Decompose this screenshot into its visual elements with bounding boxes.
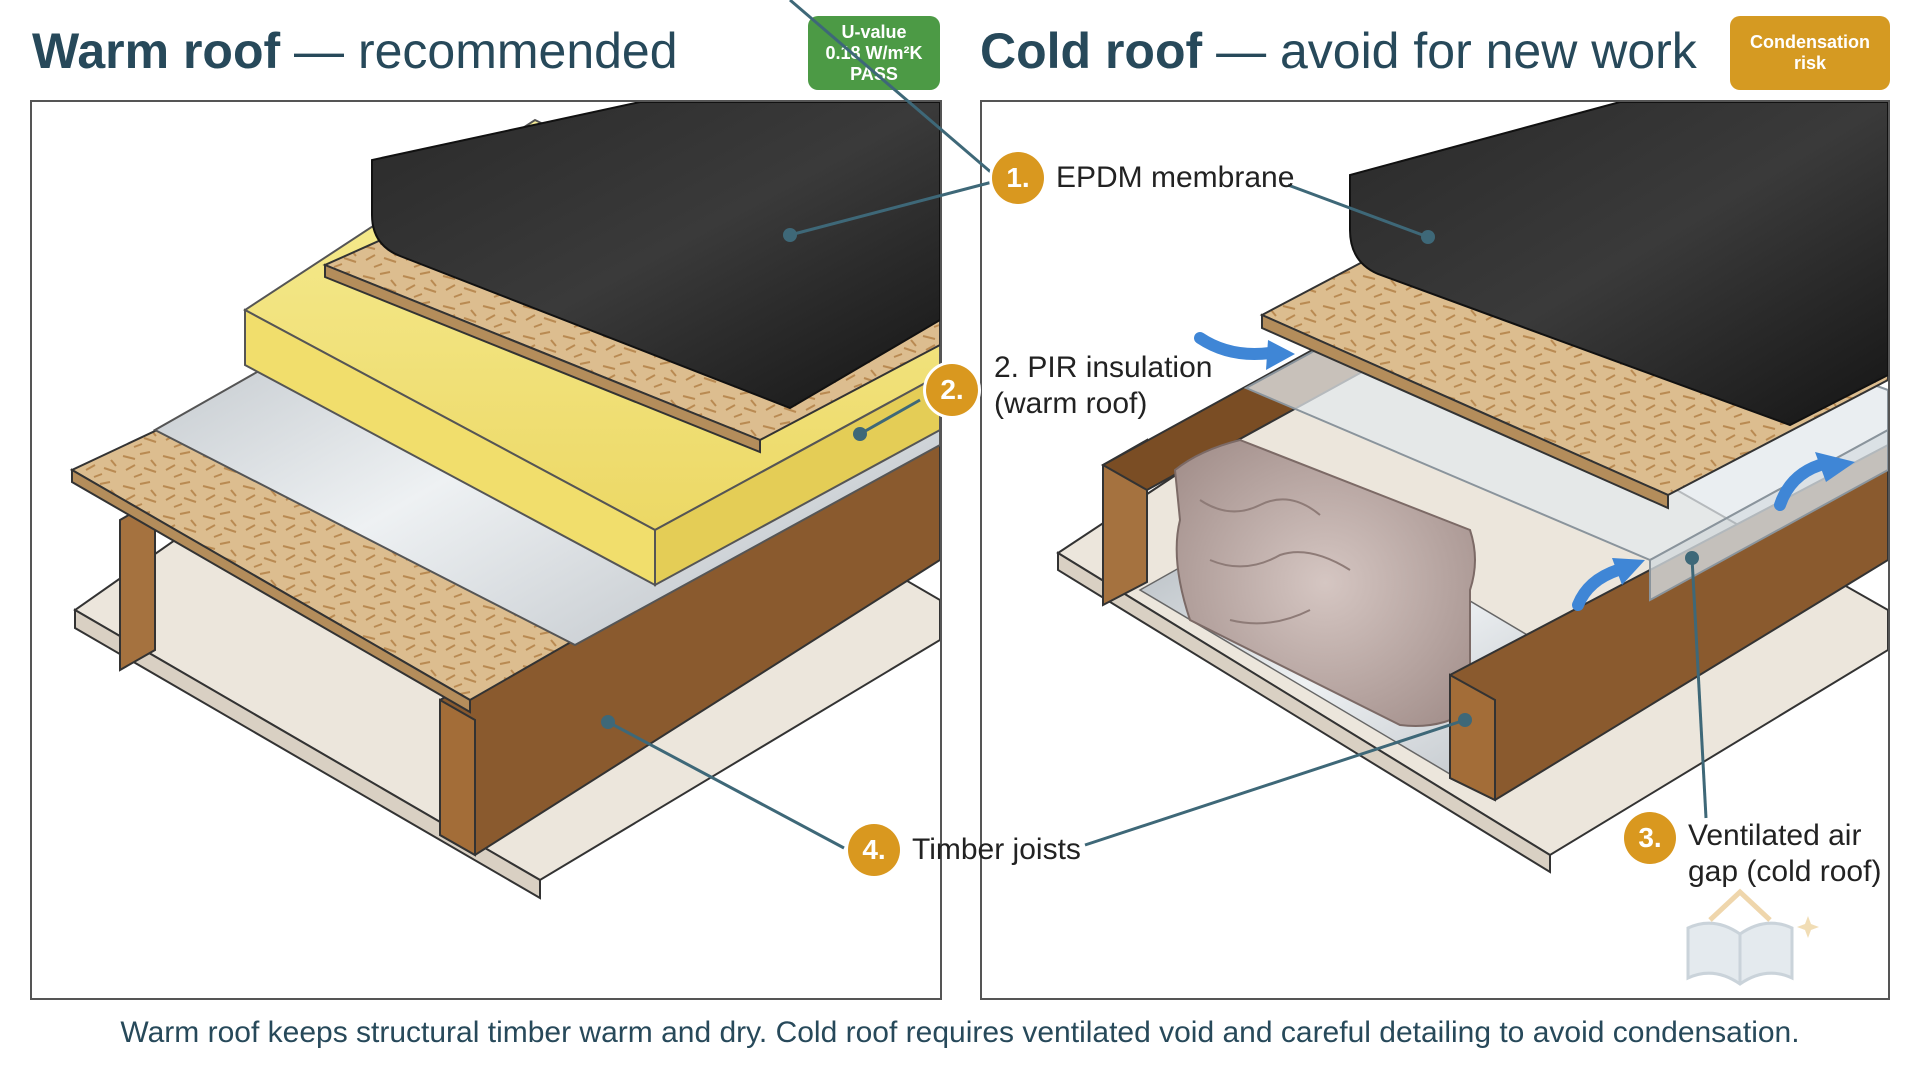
airflow-arrowhead-icon — [1612, 558, 1645, 585]
leader-epdm-warm-line — [789, 178, 1001, 237]
callout-marker-3: 3. — [1624, 812, 1676, 864]
pir-label-line: (warm roof) — [994, 387, 1148, 420]
leader-joist-warm — [607, 720, 845, 850]
house-book-logo-icon — [1686, 888, 1819, 986]
air-gap-label-line: Ventilated air — [1688, 819, 1862, 852]
callout-label-joists: Timber joists — [912, 833, 1081, 866]
epdm-membrane-cold — [1349, 102, 1888, 427]
u-value-pass-badge: U-value 0.18 W/m²K PASS — [808, 16, 940, 90]
leader-pir — [859, 398, 921, 436]
leader-air-gap — [1690, 557, 1708, 819]
cold-roof-title-rest: — avoid for new work — [1202, 23, 1697, 79]
leader-dot — [783, 228, 797, 242]
callout-label-air-gap: Ventilated air gap (cold roof) — [1688, 818, 1881, 890]
condensation-risk-badge: Condensation risk — [1730, 16, 1890, 90]
diagram-caption: Warm roof keeps structural timber warm a… — [120, 1016, 1800, 1049]
leader-joist-cold — [1084, 718, 1466, 847]
callout-label-pir: 2. PIR insulation (warm roof) — [994, 350, 1212, 422]
leader-dot — [1458, 713, 1472, 727]
warm-roof-layers — [69, 102, 940, 900]
leader-dot — [601, 715, 615, 729]
mineral-wool-texture — [1199, 498, 1351, 625]
cold-roof-title-bold: Cold roof — [980, 23, 1203, 79]
osb-deck-upper-edge — [324, 263, 761, 454]
leader-epdm-cold — [1287, 183, 1429, 239]
airflow-arrowhead-icon — [1266, 340, 1295, 370]
callout-label-epdm: EPDM membrane — [1056, 161, 1295, 194]
warm-roof-title-bold: Warm roof — [32, 23, 281, 79]
osb-deck-cold-edge — [1261, 313, 1669, 510]
leader-dot — [853, 427, 867, 441]
airflow-arrowhead-icon — [1815, 452, 1855, 482]
cold-roof-layers — [1056, 102, 1888, 874]
warm-roof-title-rest: — recommended — [280, 23, 678, 79]
pir-label-line: 2. PIR insulation — [994, 351, 1213, 384]
condensation-badge-line: Condensation — [1750, 32, 1870, 52]
timber-joist-front-end — [439, 698, 476, 857]
warm-roof-title: Warm roof — recommended — [32, 22, 678, 80]
leader-lines — [607, 0, 1708, 850]
u-value-badge-line: 0.18 W/m²K — [825, 42, 923, 63]
cold-roof-panel — [980, 100, 1890, 1000]
cold-roof-title: Cold roof — avoid for new work — [980, 22, 1697, 80]
airflow-arrow-icon — [1774, 459, 1826, 511]
warm-roof-panel — [30, 100, 942, 1000]
callout-marker-4: 4. — [848, 824, 900, 876]
callout-marker-2: 2. — [926, 364, 978, 416]
leader-epdm-warm — [789, 0, 1001, 182]
leader-dot — [1685, 551, 1699, 565]
osb-deck-lower-edge — [71, 468, 471, 714]
air-gap-label-line: gap (cold roof) — [1688, 855, 1882, 888]
callout-marker-1: 1. — [992, 152, 1044, 204]
leader-dots — [601, 228, 1699, 729]
epdm-membrane-warm — [371, 102, 940, 410]
ceiling-board-edge-warm — [74, 608, 541, 900]
condensation-badge-line: risk — [1793, 53, 1827, 73]
timber-joist-front-end-cold — [1449, 673, 1496, 802]
airflow-arrow-icon — [1572, 564, 1624, 611]
leader-dot — [1421, 230, 1435, 244]
ceiling-board-edge-cold — [1057, 551, 1551, 874]
airflow-arrow-icon — [1194, 332, 1276, 360]
u-value-badge-line: U-value — [841, 21, 907, 42]
